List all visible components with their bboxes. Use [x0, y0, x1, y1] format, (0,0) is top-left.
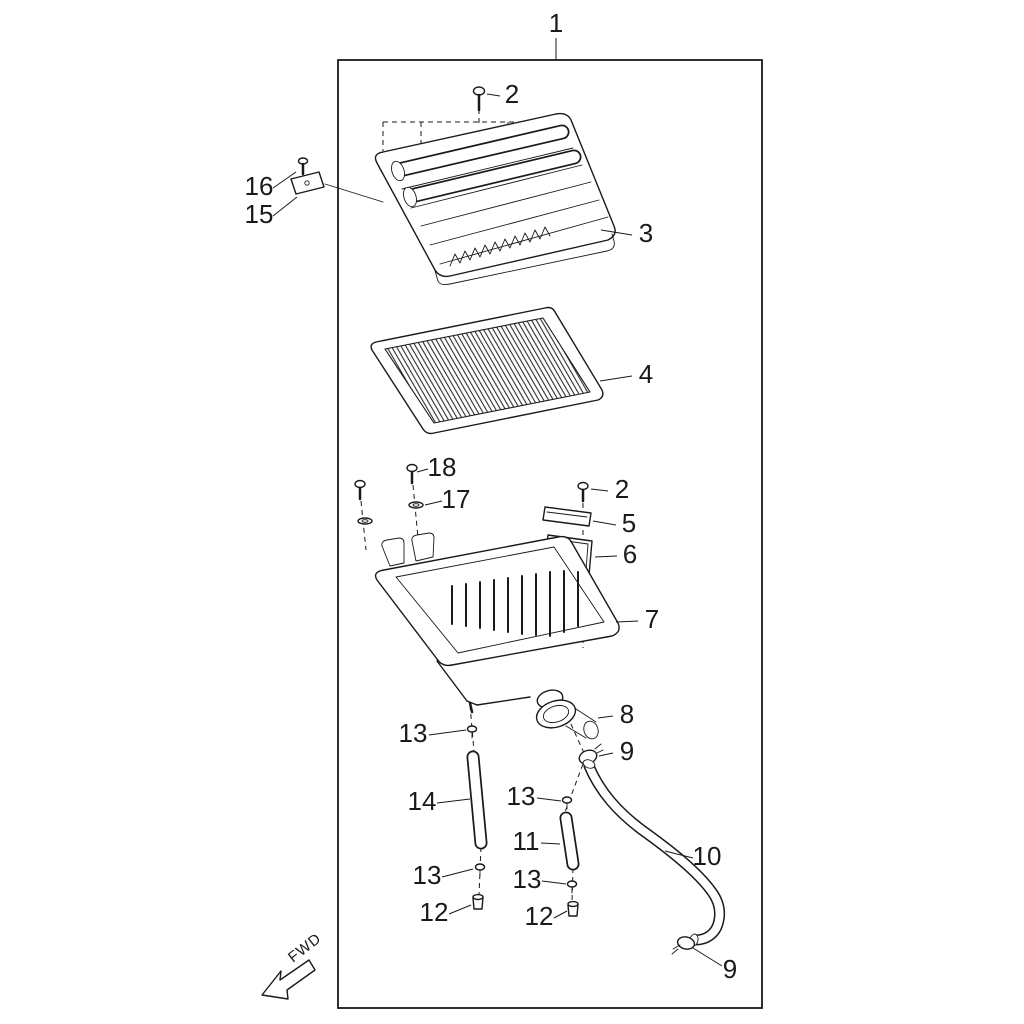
callout-13-a: 13: [399, 718, 428, 748]
fwd-arrow-icon: [261, 959, 316, 1000]
callout-18: 18: [428, 452, 457, 482]
callout-14: 14: [408, 786, 437, 816]
callout-2-top: 2: [505, 79, 519, 109]
part-12-plug-a: [472, 893, 484, 910]
callout-13-c: 13: [507, 781, 536, 811]
callouts: 1 2 16 15 3 4 18 17 2 5 6 7 8 9 13 14 13…: [245, 8, 738, 984]
callout-9-upper: 9: [620, 736, 634, 766]
part-3-cover: [374, 112, 616, 286]
callout-12-b: 12: [525, 901, 554, 931]
callout-17: 17: [442, 484, 471, 514]
part-2-screw-top: [472, 86, 486, 112]
callout-1: 1: [549, 8, 563, 38]
callout-7: 7: [645, 604, 659, 634]
part-12-plug-b: [567, 900, 579, 917]
callout-9-lower: 9: [723, 954, 737, 984]
part-15-bracket: [290, 171, 384, 203]
part-2-screw-mid: [577, 481, 589, 503]
part-9-clamp-upper: [578, 743, 604, 765]
part-8-coupling: [535, 699, 599, 740]
part-11-tube: [559, 811, 580, 871]
part-9-clamp-lower: [671, 936, 696, 955]
leader-lines: [272, 38, 723, 967]
part-13-clip-c: [561, 796, 573, 810]
fwd-marker: FWD: [261, 930, 325, 1000]
callout-15: 15: [245, 199, 274, 229]
callout-13-b: 13: [413, 860, 442, 890]
part-17-washers: [357, 501, 424, 525]
callout-10: 10: [693, 841, 722, 871]
part-18-screws: [354, 463, 418, 501]
part-14-tube: [466, 750, 488, 850]
part-13-clip-b: [474, 863, 486, 877]
callout-11: 11: [513, 826, 540, 856]
callout-12-a: 12: [420, 897, 449, 927]
part-16-screw: [297, 157, 309, 176]
callout-2-mid: 2: [615, 474, 629, 504]
callout-4: 4: [639, 359, 653, 389]
callout-16: 16: [245, 171, 274, 201]
callout-3: 3: [639, 218, 653, 248]
callout-8: 8: [620, 699, 634, 729]
callout-6: 6: [623, 539, 637, 569]
callout-13-d: 13: [513, 864, 542, 894]
callout-5: 5: [622, 508, 636, 538]
part-13-clip-d: [566, 880, 578, 894]
diagram-frame: [337, 59, 763, 1009]
part-13-clip-a: [466, 725, 478, 739]
part-5-plate: [542, 506, 592, 527]
part-4-filter-element: [370, 306, 604, 435]
fwd-label: FWD: [285, 930, 325, 966]
part-7-housing: [374, 532, 620, 714]
